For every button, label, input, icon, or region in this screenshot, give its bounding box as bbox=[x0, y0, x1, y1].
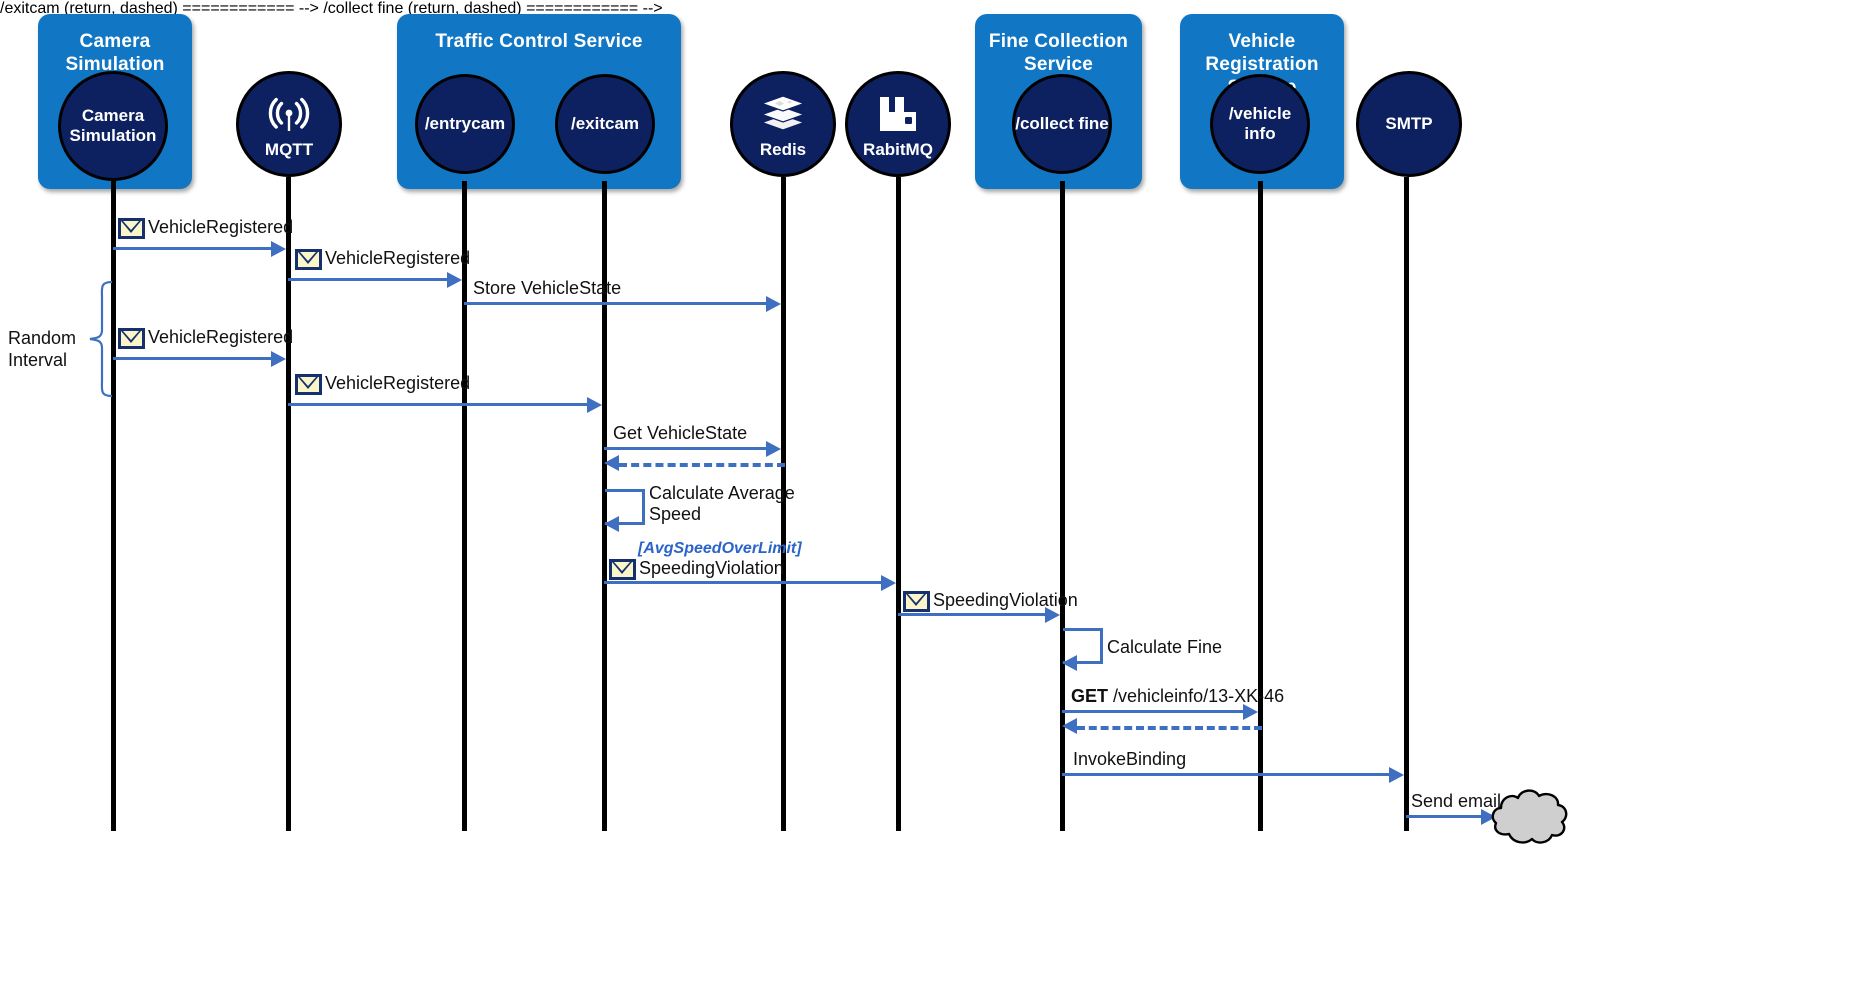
lifeline-mqtt bbox=[286, 177, 291, 831]
mqtt-antenna-icon bbox=[265, 97, 313, 138]
arrow-shaft bbox=[1062, 773, 1391, 776]
message-label-m9: SpeedingViolation bbox=[639, 558, 784, 578]
arrow-shaft bbox=[464, 302, 768, 305]
arrow-head bbox=[881, 575, 896, 591]
arrow-head bbox=[1062, 655, 1077, 671]
participant-exitcam[interactable]: /exitcam bbox=[555, 74, 655, 174]
arrow-head bbox=[447, 272, 462, 288]
arrow-head bbox=[766, 441, 781, 457]
arrow-shaft-dashed bbox=[619, 463, 785, 467]
http-verb-m12: GET bbox=[1071, 686, 1109, 706]
lifeline-camera-simulation bbox=[111, 181, 116, 831]
arrow-shaft bbox=[288, 403, 589, 406]
self-message-loop-m11 bbox=[1063, 628, 1103, 664]
arrow-head bbox=[1045, 607, 1060, 623]
envelope-icon-m1 bbox=[118, 218, 145, 239]
participant-mqtt[interactable]: MQTT bbox=[236, 71, 342, 177]
random-interval-text: Random Interval bbox=[8, 328, 77, 370]
lifeline-exitcam bbox=[602, 181, 607, 831]
participant-label-vehicleinfo: /vehicle info bbox=[1228, 104, 1292, 143]
envelope-icon-m10 bbox=[903, 591, 930, 612]
message-label-m14: InvokeBinding bbox=[1073, 749, 1187, 769]
arrow-head bbox=[766, 296, 781, 312]
arrow-shaft bbox=[604, 581, 883, 584]
message-label-m1: VehicleRegistered bbox=[148, 217, 294, 237]
participant-label-rabitmq: RabitMQ bbox=[863, 140, 933, 159]
arrow-head bbox=[604, 455, 619, 471]
self-message-loop-m8 bbox=[605, 489, 645, 525]
lifeline-collectfine bbox=[1060, 181, 1065, 831]
http-path-m12: /vehicleinfo/13-XK-46 bbox=[1113, 686, 1285, 706]
envelope-icon-m4 bbox=[118, 328, 145, 349]
participant-collectfine[interactable]: /collect fine bbox=[1012, 74, 1112, 174]
guard-condition-m9: [AvgSpeedOverLimit] bbox=[638, 540, 802, 557]
arrow-head bbox=[1243, 704, 1258, 720]
envelope-icon-m2 bbox=[295, 249, 322, 270]
participant-label-mqtt: MQTT bbox=[264, 140, 314, 159]
message-label-m11: Calculate Fine bbox=[1107, 637, 1223, 657]
participant-label-camera-simulation: Camera Simulation bbox=[69, 106, 157, 145]
lifeline-smtp bbox=[1404, 177, 1409, 831]
lifeline-vehicleinfo bbox=[1258, 181, 1263, 831]
message-label-m10: SpeedingViolation bbox=[933, 590, 1078, 610]
arrow-head bbox=[1389, 767, 1404, 783]
arrow-shaft bbox=[898, 613, 1047, 616]
message-label-m15: Send email bbox=[1411, 791, 1502, 811]
participant-label-redis: Redis bbox=[759, 140, 807, 159]
random-interval-brace bbox=[76, 280, 116, 405]
message-label-m6: Get VehicleState bbox=[613, 423, 748, 443]
message-label-m5: VehicleRegistered bbox=[325, 373, 471, 393]
arrow-head bbox=[271, 351, 286, 367]
arrow-shaft bbox=[288, 278, 449, 281]
arrow-head bbox=[604, 516, 619, 532]
random-interval-label: Random Interval bbox=[8, 327, 78, 371]
arrow-shaft bbox=[113, 247, 273, 250]
message-label-m3: Store VehicleState bbox=[473, 278, 622, 298]
participant-entrycam[interactable]: /entrycam bbox=[415, 74, 515, 174]
service-title-camera-simulation: Camera Simulation bbox=[65, 31, 165, 75]
arrow-shaft bbox=[113, 357, 273, 360]
participant-redis[interactable]: Redis bbox=[730, 71, 836, 177]
lifeline-rabitmq bbox=[896, 177, 901, 831]
participant-label-entrycam: /entrycam bbox=[424, 114, 506, 133]
message-label-m4: VehicleRegistered bbox=[148, 327, 294, 347]
arrow-head bbox=[271, 241, 286, 257]
envelope-icon-m5 bbox=[295, 374, 322, 395]
arrow-shaft-dashed bbox=[1077, 726, 1262, 730]
participant-camera-simulation[interactable]: Camera Simulation bbox=[58, 71, 168, 181]
message-label-m2: VehicleRegistered bbox=[325, 248, 471, 268]
arrow-shaft bbox=[1062, 710, 1245, 713]
service-title-fine-collection: Fine Collection Service bbox=[988, 31, 1129, 75]
arrow-head bbox=[1062, 718, 1077, 734]
redis-stack-icon bbox=[760, 93, 806, 138]
participant-vehicleinfo[interactable]: /vehicle info bbox=[1210, 74, 1310, 174]
lifeline-entrycam bbox=[462, 181, 467, 831]
rabbitmq-icon bbox=[878, 95, 918, 138]
arrow-head bbox=[587, 397, 602, 413]
envelope-icon-m9 bbox=[609, 559, 636, 580]
email-cloud-icon bbox=[1489, 786, 1571, 853]
participant-label-collectfine: /collect fine bbox=[1015, 114, 1109, 133]
message-label-m8: Calculate Average Speed bbox=[649, 483, 795, 524]
participant-label-smtp: SMTP bbox=[1385, 114, 1433, 133]
lifeline-redis bbox=[781, 177, 786, 831]
participant-rabitmq[interactable]: RabitMQ bbox=[845, 71, 951, 177]
service-title-traffic-control: Traffic Control Service bbox=[435, 31, 643, 52]
participant-label-exitcam: /exitcam bbox=[570, 114, 640, 133]
arrow-shaft bbox=[1406, 815, 1483, 818]
arrow-shaft bbox=[604, 447, 768, 450]
participant-smtp[interactable]: SMTP bbox=[1356, 71, 1462, 177]
message-label-m12: GET /vehicleinfo/13-XK-46 bbox=[1071, 686, 1284, 707]
